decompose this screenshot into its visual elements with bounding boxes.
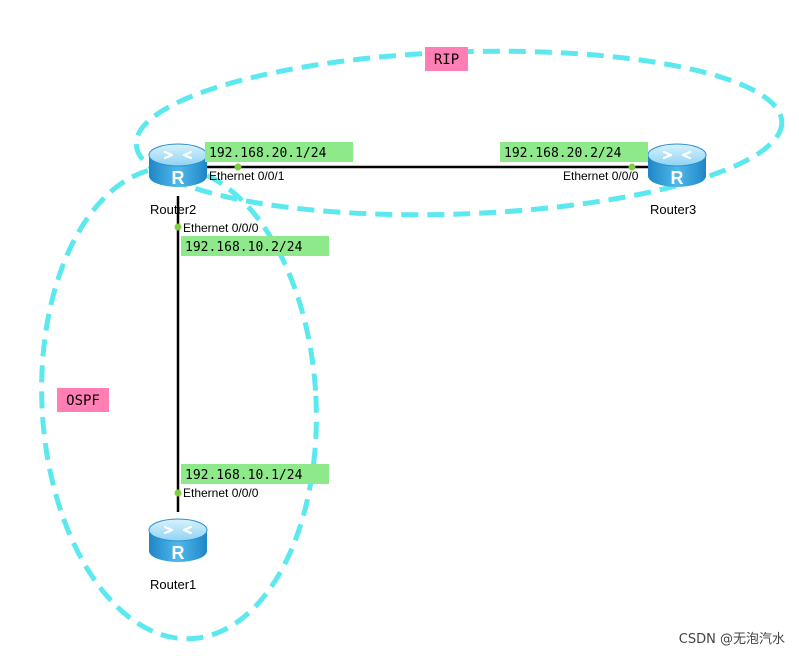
port-label-router2-e000: Ethernet 0/0/0 <box>183 221 259 235</box>
svg-text:192.168.10.2/24: 192.168.10.2/24 <box>185 240 303 255</box>
port-label-router2-e001: Ethernet 0/0/1 <box>209 169 285 183</box>
port-dot-router2-e000 <box>174 223 182 231</box>
svg-text:192.168.20.2/24: 192.168.20.2/24 <box>504 146 622 161</box>
router-icon-letter: R <box>671 168 684 188</box>
router3-name: Router3 <box>650 202 696 217</box>
watermark: CSDN @无泡汽水 <box>679 632 785 647</box>
router1-name: Router1 <box>150 577 196 592</box>
port-dot-router3-e000 <box>628 163 636 171</box>
port-dot-router2-e001 <box>234 163 242 171</box>
port-label-router3-e000: Ethernet 0/0/0 <box>563 169 639 183</box>
router2[interactable]: R <box>147 142 209 189</box>
router1[interactable]: R <box>147 517 209 564</box>
ip-label-router2-e001: 192.168.20.1/24 <box>205 142 353 162</box>
router3[interactable]: R <box>646 142 708 189</box>
ip-label-router2-e000: 192.168.10.2/24 <box>181 236 329 256</box>
rip-area-outline <box>133 48 785 218</box>
ospf-area-label: OSPF <box>57 388 109 412</box>
svg-text:OSPF: OSPF <box>66 393 100 409</box>
port-label-router1-e000: Ethernet 0/0/0 <box>183 486 259 500</box>
svg-text:RIP: RIP <box>434 52 459 68</box>
ip-label-router1-e000: 192.168.10.1/24 <box>181 464 329 484</box>
router2-name: Router2 <box>150 202 196 217</box>
router-icon-letter: R <box>172 543 185 563</box>
ip-label-router3-e000: 192.168.20.2/24 <box>500 142 648 162</box>
svg-text:192.168.20.1/24: 192.168.20.1/24 <box>209 146 327 161</box>
rip-area-label: RIP <box>425 47 468 71</box>
router-icon-letter: R <box>172 168 185 188</box>
svg-text:192.168.10.1/24: 192.168.10.1/24 <box>185 468 303 483</box>
port-dot-router1-e000 <box>174 489 182 497</box>
